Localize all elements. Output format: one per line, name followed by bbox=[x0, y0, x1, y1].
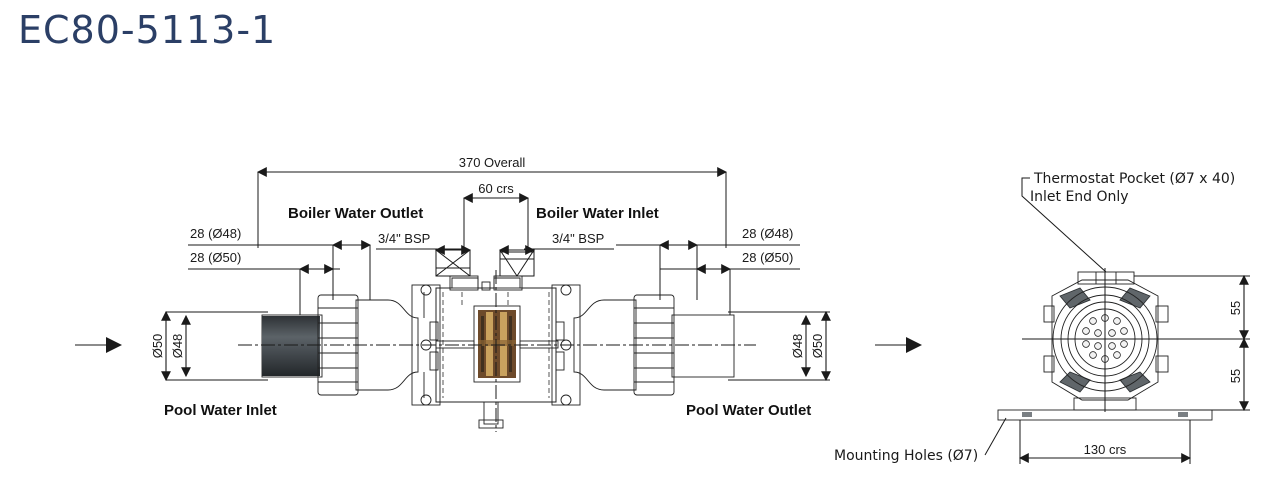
dimension-right-28-d48-text: 28 (Ø48) bbox=[742, 226, 793, 241]
end-view-body bbox=[1051, 279, 1159, 401]
dimension-end-heights: 55 55 bbox=[1134, 274, 1250, 412]
bsp-port-right-section bbox=[498, 245, 536, 277]
side-view-assembly bbox=[238, 270, 756, 432]
drain-stub bbox=[483, 401, 499, 425]
flow-arrow-inlet bbox=[75, 337, 122, 353]
dimension-left-diameters: Ø50 Ø48 bbox=[150, 310, 268, 382]
dimension-right-d50-text: Ø50 bbox=[810, 334, 825, 359]
note-thermostat-line1: Thermostat Pocket (Ø7 x 40) bbox=[1033, 171, 1235, 187]
dimension-right-diameters: Ø48 Ø50 bbox=[728, 310, 831, 382]
label-boiler-water-inlet: Boiler Water Inlet bbox=[536, 205, 659, 222]
callout-bsp-left: 3/4" BSP bbox=[376, 231, 468, 250]
dimension-left-d48-text: Ø48 bbox=[170, 334, 185, 359]
page-title: EC80-5113-1 bbox=[18, 8, 277, 52]
dimension-left-28-d48-text: 28 (Ø48) bbox=[190, 226, 241, 241]
dimension-left-28-d50-text: 28 (Ø50) bbox=[190, 250, 241, 265]
dimension-right-28-d50-text: 28 (Ø50) bbox=[742, 250, 793, 265]
note-mounting-holes: Mounting Holes (Ø7) bbox=[834, 417, 1007, 464]
dimension-60-crs-text: 60 crs bbox=[478, 181, 514, 196]
dimension-left-d50-text: Ø50 bbox=[150, 334, 165, 359]
taper-right bbox=[573, 299, 637, 391]
pipe-right-stub bbox=[671, 314, 735, 378]
label-bsp-right: 3/4" BSP bbox=[552, 231, 604, 246]
note-thermostat-line2: Inlet End Only bbox=[1030, 189, 1129, 205]
dimension-right-d48-text: Ø48 bbox=[790, 334, 805, 359]
label-pool-water-inlet: Pool Water Inlet bbox=[164, 402, 277, 419]
label-bsp-left: 3/4" BSP bbox=[378, 231, 430, 246]
flow-arrow-outlet bbox=[875, 337, 922, 353]
note-thermostat-pocket: Thermostat Pocket (Ø7 x 40) Inlet End On… bbox=[1021, 171, 1235, 273]
dimension-130-crs-text: 130 crs bbox=[1084, 442, 1127, 457]
bsp-port-left-section bbox=[434, 245, 472, 277]
dimension-height-lower-text: 55 bbox=[1228, 369, 1243, 383]
mounting-base-plate bbox=[997, 409, 1213, 421]
note-mounting-holes-text: Mounting Holes (Ø7) bbox=[834, 448, 978, 464]
dimension-right-28-d50: 28 (Ø50) bbox=[660, 250, 800, 315]
dimension-right-28-d48: 28 (Ø48) bbox=[616, 226, 800, 300]
dimension-60-crs: 60 crs bbox=[462, 181, 530, 250]
dimension-130-crs: 130 crs bbox=[1018, 420, 1192, 464]
taper-left bbox=[355, 299, 419, 391]
callout-bsp-right: 3/4" BSP bbox=[524, 231, 614, 250]
tube-bundle-core bbox=[473, 305, 521, 383]
thermostat-pocket-boss bbox=[1077, 271, 1135, 285]
tube-holes bbox=[1082, 314, 1128, 363]
dimension-overall-text: 370 Overall bbox=[459, 155, 526, 170]
dimension-height-upper-text: 55 bbox=[1228, 301, 1243, 315]
label-boiler-water-outlet: Boiler Water Outlet bbox=[288, 205, 423, 222]
dimension-overall: 370 Overall bbox=[256, 155, 728, 248]
dimension-left-28-d50: 28 (Ø50) bbox=[188, 250, 340, 315]
label-pool-water-outlet: Pool Water Outlet bbox=[686, 402, 811, 419]
end-view-assembly bbox=[997, 268, 1213, 421]
